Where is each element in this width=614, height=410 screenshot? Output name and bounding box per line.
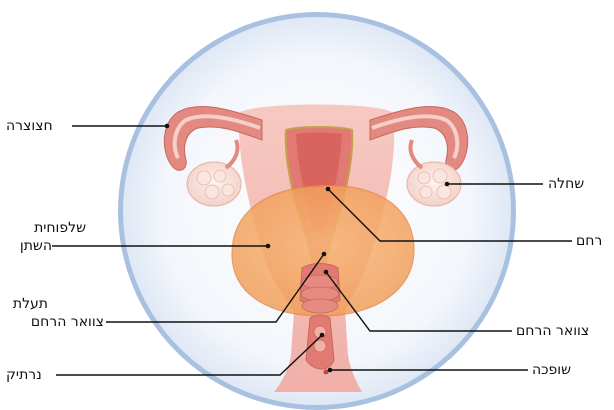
label-uterus: רחם	[576, 233, 602, 249]
label-vulva: שופכה	[532, 362, 571, 378]
label-vagina: נרתיק	[6, 367, 42, 383]
label-fallopian-tube: חצוצרה	[6, 118, 53, 134]
label-cervix: צוואר הרחם	[516, 323, 589, 339]
label-urethra-line1: תעלת	[4, 296, 48, 312]
label-urethra-line2: צוואר הרחם	[4, 314, 104, 330]
label-ovary: שחלה	[548, 176, 584, 192]
label-bladder-line1: שלפוחית	[4, 220, 86, 236]
label-bladder-line2: השתן	[4, 238, 52, 254]
